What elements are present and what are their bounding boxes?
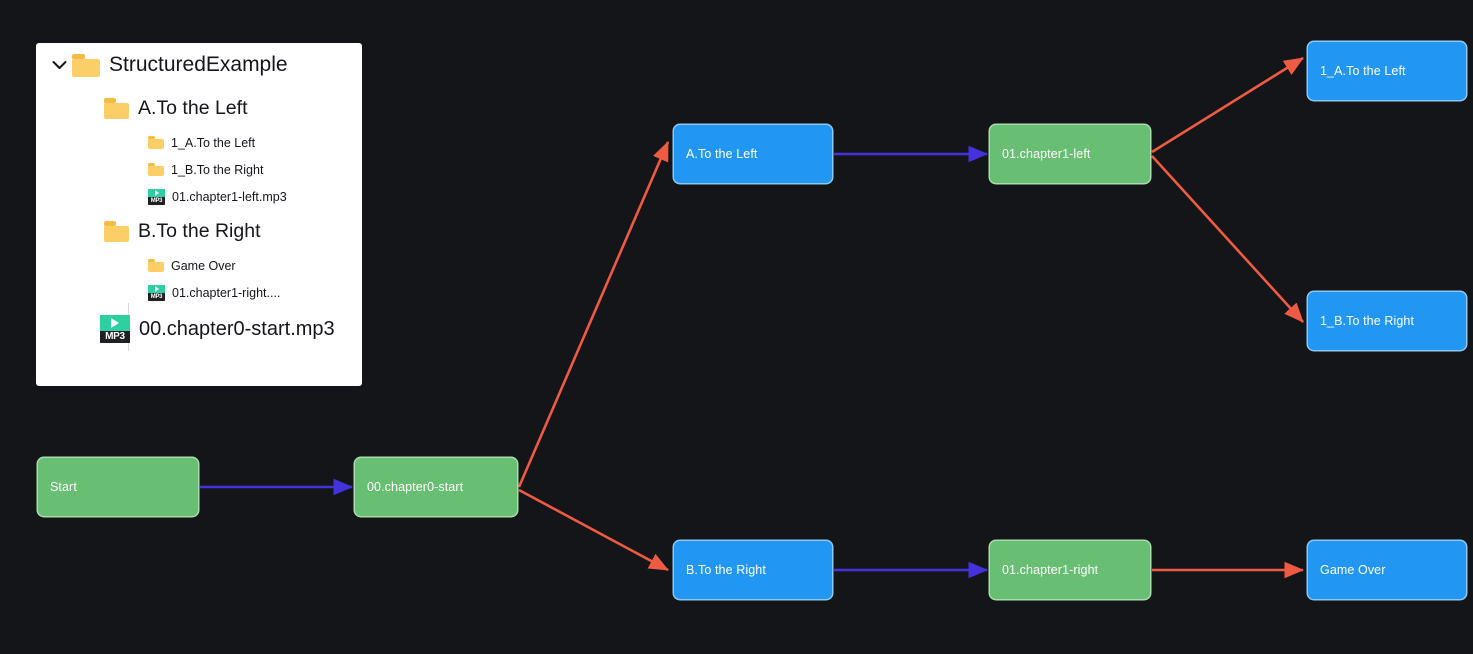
mp3-badge-label: MP3 (100, 330, 130, 343)
tree-item-chapter0-start-mp3[interactable]: MP3 00.chapter0-start.mp3 (36, 306, 362, 352)
flow-node-label: Game Over (1320, 563, 1386, 577)
flow-node-label: 01.chapter1-right (1002, 563, 1099, 577)
tree-item-b-to-the-right[interactable]: B.To the Right (36, 210, 362, 252)
flow-node-b-right[interactable]: B.To the Right (674, 541, 832, 599)
folder-icon (72, 53, 100, 77)
tree-item-1a-to-the-left[interactable]: 1_A.To the Left (36, 129, 362, 156)
flow-node-game-over[interactable]: Game Over (1308, 541, 1466, 599)
flow-node-label: B.To the Right (686, 563, 766, 577)
mp3-icon: MP3 (148, 284, 165, 301)
flow-node-chapter1-right[interactable]: 01.chapter1-right (990, 541, 1150, 599)
flow-node-1b-right[interactable]: 1_B.To the Right (1308, 292, 1466, 350)
mp3-badge-label: MP3 (148, 197, 165, 205)
tree-item-label: A.To the Left (138, 96, 248, 119)
tree-item-label: B.To the Right (138, 219, 261, 242)
edge-chapter0-to-a-left (517, 141, 670, 488)
flow-node-label: Start (50, 480, 77, 494)
flow-node-start[interactable]: Start (38, 458, 198, 516)
tree-item-game-over[interactable]: Game Over (36, 252, 362, 279)
edge-chapter0-to-b-right (518, 488, 669, 572)
flow-node-label: 01.chapter1-left (1002, 147, 1091, 161)
mp3-icon: MP3 (148, 188, 165, 205)
flow-node-label: A.To the Left (686, 147, 758, 161)
tree-item-label: Game Over (171, 258, 236, 273)
tree-item-label: 1_A.To the Left (171, 135, 256, 150)
file-tree: StructuredExample A.To the Left 1_A.To t… (36, 43, 362, 352)
folder-icon (104, 97, 129, 119)
folder-icon (148, 136, 164, 149)
tree-item-chapter1-right-mp3[interactable]: MP3 01.chapter1-right.... (36, 279, 362, 306)
folder-icon (148, 259, 164, 272)
tree-item-structured-example[interactable]: StructuredExample (36, 43, 362, 87)
tree-item-chapter1-left-mp3[interactable]: MP3 01.chapter1-left.mp3 (36, 183, 362, 210)
edge-chapter1-left-to-1a-left (1151, 56, 1304, 154)
tree-item-label: 1_B.To the Right (171, 162, 264, 177)
flow-node-label: 00.chapter0-start (367, 480, 464, 494)
tree-item-1b-to-the-right[interactable]: 1_B.To the Right (36, 156, 362, 183)
flow-node-label: 1_A.To the Left (1320, 64, 1406, 78)
flow-node-chapter1-left[interactable]: 01.chapter1-left (990, 125, 1150, 183)
flow-node-a-left[interactable]: A.To the Left (674, 125, 832, 183)
file-tree-panel: StructuredExample A.To the Left 1_A.To t… (36, 43, 362, 386)
tree-item-label: StructuredExample (109, 53, 288, 76)
tree-item-a-to-the-left[interactable]: A.To the Left (36, 87, 362, 129)
folder-icon (104, 220, 129, 242)
flow-node-1a-left[interactable]: 1_A.To the Left (1308, 42, 1466, 100)
mp3-badge-label: MP3 (148, 293, 165, 301)
flow-node-chapter0[interactable]: 00.chapter0-start (355, 458, 517, 516)
tree-item-label: 00.chapter0-start.mp3 (139, 317, 335, 340)
chevron-down-icon[interactable] (46, 60, 72, 70)
mp3-icon: MP3 (100, 315, 130, 343)
tree-item-label: 01.chapter1-left.mp3 (172, 189, 287, 204)
edge-chapter1-left-to-1b-right (1151, 155, 1304, 323)
tree-item-label: 01.chapter1-right.... (172, 285, 281, 300)
folder-icon (148, 163, 164, 176)
flow-node-label: 1_B.To the Right (1320, 314, 1415, 328)
